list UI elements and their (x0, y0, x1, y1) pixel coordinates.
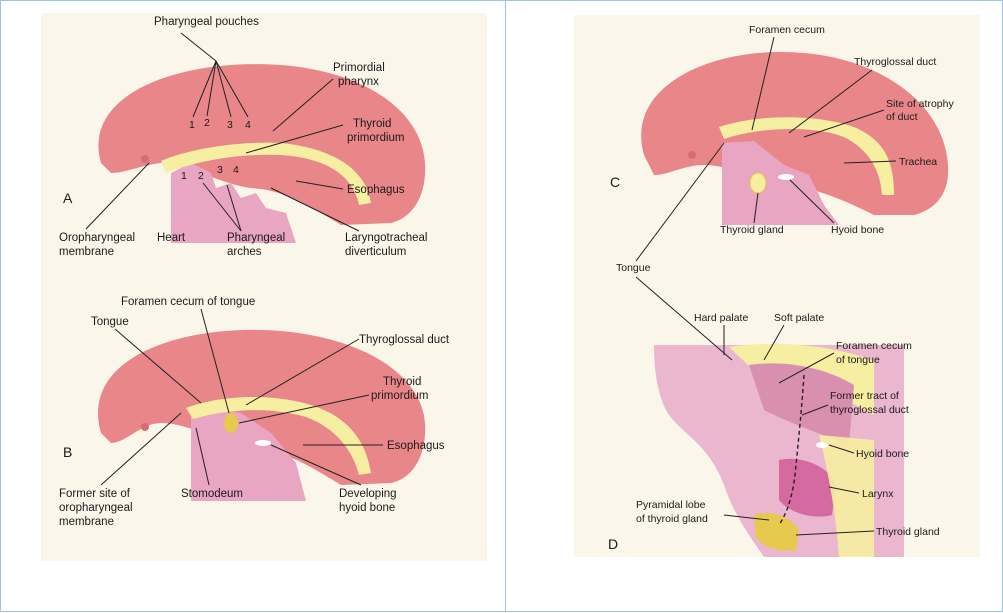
left-table-cell: Pharyngeal pouches Primordial pharynx 1 … (0, 0, 506, 612)
diagram-cd: Foramen cecum Thyroglossal duct Site of … (574, 15, 980, 557)
pouch-number-4: 4 (245, 119, 251, 131)
label-pharyngeal-pouches: Pharyngeal pouches (154, 16, 259, 28)
label-pharyngeal-arches-1: Pharyngeal (227, 232, 285, 244)
label-hyoid-bone-c: Hyoid bone (831, 224, 884, 236)
label-pyramidal-1: Pyramidal lobe (636, 499, 706, 511)
label-thyroid-gland-d: Thyroid gland (876, 526, 940, 538)
label-primordial-1: Primordial (333, 62, 385, 74)
label-foramen-cecum-d-1: Foramen cecum (836, 340, 912, 352)
label-thyroid-gland-c: Thyroid gland (720, 224, 784, 236)
arch-number-3: 3 (217, 164, 223, 176)
label-hyoid-bone-d: Hyoid bone (856, 448, 909, 460)
label-larynx: Larynx (862, 488, 894, 500)
arch-number-2: 2 (198, 170, 204, 182)
panel-b-drawing (98, 330, 425, 501)
label-foramen-cecum-c: Foramen cecum (749, 24, 825, 36)
label-heart: Heart (157, 232, 186, 244)
label-thyroid-primordium-a-1: Thyroid (353, 118, 391, 130)
hyoid-bone-d (816, 442, 828, 448)
figure-plate-cd: Foramen cecum Thyroglossal duct Site of … (574, 15, 980, 557)
pouch-number-3: 3 (227, 119, 233, 131)
eye-spot-b (141, 423, 149, 431)
label-former-site-3: membrane (59, 516, 114, 528)
label-hard-palate: Hard palate (694, 312, 748, 324)
thyroid-primordium-b (224, 413, 238, 433)
label-foramen-cecum-tongue: Foramen cecum of tongue (121, 296, 255, 308)
hyoid-bone-b (255, 440, 271, 446)
panel-c-drawing (641, 52, 948, 225)
pouch-number-2: 2 (204, 117, 210, 129)
label-former-tract-2: thyroglossal duct (830, 404, 909, 416)
label-laryngotracheal-1: Laryngotracheal (345, 232, 427, 244)
thyroid-gland-c (750, 173, 766, 193)
label-oropharyngeal-2: membrane (59, 246, 114, 258)
label-stomodeum: Stomodeum (181, 488, 243, 500)
pouch-number-1: 1 (189, 119, 195, 131)
label-thyroid-primordium-a-2: primordium (347, 132, 405, 144)
eye-spot-c (688, 151, 696, 159)
label-thyroid-primordium-b-1: Thyroid (383, 376, 421, 388)
label-site-atrophy-1: Site of atrophy (886, 98, 954, 110)
label-former-site-2: oropharyngeal (59, 502, 133, 514)
label-trachea: Trachea (899, 156, 937, 168)
label-esophagus-a: Esophagus (347, 184, 405, 196)
label-thyroid-primordium-b-2: primordium (371, 390, 429, 402)
diagram-ab: Pharyngeal pouches Primordial pharynx 1 … (41, 13, 487, 561)
hyoid-bone-c (778, 174, 794, 180)
panel-letter-b: B (63, 444, 72, 460)
label-thyroglossal-duct-b: Thyroglossal duct (359, 334, 450, 346)
arch-number-4: 4 (233, 164, 239, 176)
panel-letter-d: D (608, 536, 618, 552)
label-oropharyngeal-1: Oropharyngeal (59, 232, 135, 244)
label-hyoid-b-1: Developing (339, 488, 397, 500)
label-hyoid-b-2: hyoid bone (339, 502, 395, 514)
label-primordial-2: pharynx (338, 76, 379, 88)
label-site-atrophy-2: of duct (886, 111, 918, 123)
label-laryngotracheal-2: diverticulum (345, 246, 406, 258)
panel-a-drawing (98, 64, 425, 243)
right-table-cell: Foramen cecum Thyroglossal duct Site of … (505, 0, 1003, 612)
eye-spot-a (141, 155, 149, 163)
arch-number-1: 1 (181, 170, 187, 182)
label-foramen-cecum-d-2: of tongue (836, 354, 880, 366)
panel-letter-c: C (610, 174, 620, 190)
figure-plate-ab: Pharyngeal pouches Primordial pharynx 1 … (41, 13, 487, 561)
label-thyroglossal-duct-c: Thyroglossal duct (854, 56, 936, 68)
label-soft-palate: Soft palate (774, 312, 824, 324)
label-pharyngeal-arches-2: arches (227, 246, 262, 258)
label-pyramidal-2: of thyroid gland (636, 513, 708, 525)
label-tongue-c: Tongue (616, 262, 651, 274)
label-esophagus-b: Esophagus (387, 440, 445, 452)
label-former-tract-1: Former tract of (830, 390, 899, 402)
panel-letter-a: A (63, 190, 73, 206)
label-tongue-b: Tongue (91, 316, 129, 328)
label-former-site-1: Former site of (59, 488, 131, 500)
